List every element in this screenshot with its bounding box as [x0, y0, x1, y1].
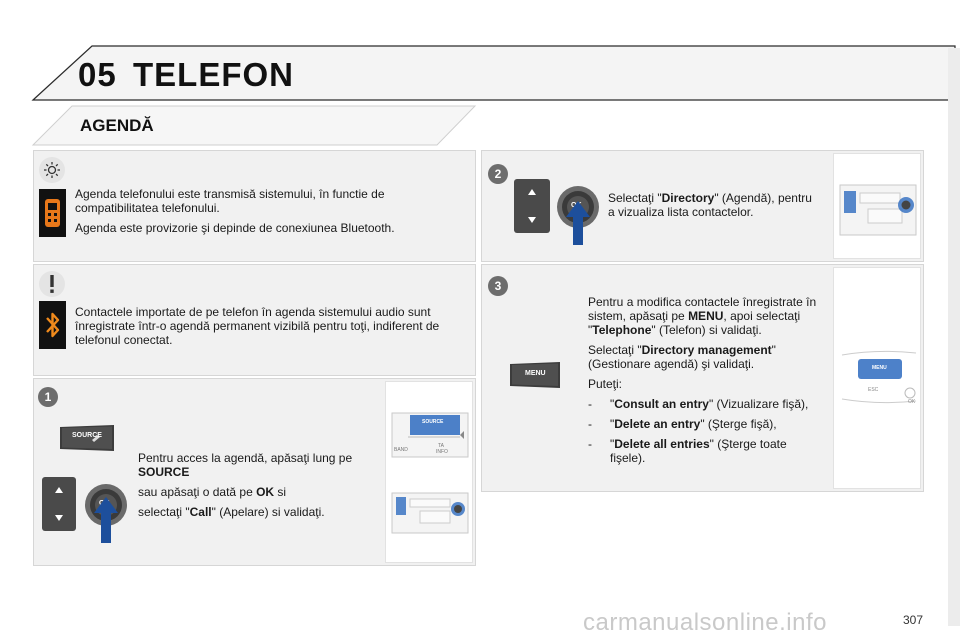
warning-exclamation-icon	[39, 271, 65, 297]
step1-controls-illustration	[390, 489, 470, 537]
step3-p1c: " (Telefon) si validaţi.	[651, 323, 762, 337]
list-dash: -	[588, 397, 592, 411]
step3-number-badge: 3	[488, 276, 508, 296]
step3-image-frame	[833, 267, 921, 489]
step3-menu-illustration: MENU ESC OK	[838, 349, 918, 409]
step3-option-list: -"Consult an entry" (Vizualizare fişă),-…	[588, 397, 824, 465]
page-number: 307	[903, 613, 924, 627]
step3-option-item: -"Delete an entry" (Şterge fişă),	[588, 417, 777, 431]
step1-radio-ta-label: TA	[438, 443, 445, 449]
option-label: Consult an entry	[614, 397, 709, 411]
step3-illus-esc-label: ESC	[868, 387, 879, 393]
step1-call-bold: Call	[189, 505, 212, 519]
step1-number-badge: 1	[38, 387, 58, 407]
step3-telephone-bold: Telephone	[592, 323, 652, 337]
info-panel: Agenda telefonului este transmisă sistem…	[33, 150, 476, 262]
info-text: Agenda telefonului este transmisă sistem…	[75, 187, 465, 241]
step1-radio-band-label: BAND	[394, 447, 408, 453]
step3-option-item: -"Delete all entries" (Şterge toate fişe…	[588, 437, 787, 465]
step3-menu-bold: MENU	[688, 309, 724, 323]
step2-arrow-up-icon	[566, 201, 590, 245]
list-dash: -	[588, 417, 592, 431]
side-strip	[948, 48, 960, 626]
step3-directory-mgmt-bold: Directory management	[641, 343, 772, 357]
step1-line3: selectaţi "	[138, 505, 190, 519]
bluetooth-icon	[39, 301, 66, 349]
step1-arrow-keys[interactable]	[42, 477, 76, 531]
step1-radio-source-label: SOURCE	[422, 419, 444, 425]
step3-p1b: , apoi selectaţi "	[588, 309, 801, 337]
step3-p3: Puteţi:	[588, 377, 623, 391]
warning-text: Contactele importate de pe telefon în ag…	[75, 305, 470, 353]
step2-t1: Selectaţi "	[608, 191, 662, 205]
step1-arrow-up-icon	[94, 497, 118, 543]
step1-line3-end: " (Apelare) si validaţi.	[211, 505, 325, 519]
step3-option-item: -"Consult an entry" (Vizualizare fişă),	[588, 397, 809, 411]
step1-radio-illustration: SOURCE BAND TA INFO	[390, 407, 470, 463]
menu-button-label: MENU	[525, 370, 546, 377]
step2-number-badge: 2	[488, 164, 508, 184]
header-frame	[31, 45, 956, 146]
step3-panel: 3 MENU Pentru a modifica contactele înre…	[481, 264, 924, 492]
step1-text: Pentru acces la agendă, apăsaţi lung pe …	[138, 451, 374, 525]
option-label: Delete an entry	[614, 417, 701, 431]
warning-panel: Contactele importate de pe telefon în ag…	[33, 264, 476, 376]
option-description: " (Vizualizare fişă),	[708, 397, 809, 411]
chapter-title: TELEFON	[133, 56, 294, 93]
step2-arrow-keys[interactable]	[514, 179, 550, 233]
step1-line1: Pentru acces la agendă, apăsaţi lung pe	[138, 451, 353, 465]
step2-directory-bold: Directory	[661, 191, 715, 205]
warning-paragraph: Contactele importate de pe telefon în ag…	[75, 305, 440, 347]
source-button[interactable]: SOURCE	[58, 423, 116, 453]
step2-controls-illustration	[838, 181, 918, 239]
step3-p1a: Pentru a modifica contactele înregistrat…	[588, 295, 817, 323]
step1-ok-bold: OK	[256, 485, 275, 499]
step3-p2b: " (Gestionare agendă) şi validaţi.	[588, 343, 776, 371]
info-paragraph-1: Agenda telefonului este transmisă sistem…	[75, 187, 385, 215]
section-title: AGENDĂ	[80, 116, 154, 135]
option-description: " (Şterge fişă),	[700, 417, 777, 431]
step3-p2a: Selectaţi "	[588, 343, 642, 357]
step2-t1-end: " (Agendă), pentru a vizualiza lista con…	[608, 191, 812, 219]
chapter-number: 05	[78, 56, 117, 93]
source-button-label: SOURCE	[72, 432, 102, 439]
step1-panel: 1 SOURCE OK Pentru acces la agendă, apăs…	[33, 378, 476, 566]
phone-memory-icon	[39, 189, 66, 237]
step1-line2-end: si	[274, 485, 287, 499]
step3-illus-ok-label: OK	[908, 399, 916, 405]
option-description: " (Şterge toate fişele).	[610, 437, 787, 465]
info-sun-icon	[39, 157, 65, 183]
list-dash: -	[588, 437, 592, 451]
step3-illus-menu-label: MENU	[872, 365, 887, 371]
info-paragraph-2: Agenda este provizorie şi depinde de con…	[75, 221, 395, 235]
menu-button[interactable]: MENU	[508, 361, 562, 389]
step1-source-bold: SOURCE	[138, 465, 190, 479]
step2-panel: 2 OK Selectaţi "Directory" (Agendă), pen…	[481, 150, 924, 262]
watermark: carmanualsonline.info	[583, 609, 827, 636]
step3-text: Pentru a modifica contactele înregistrat…	[588, 295, 824, 471]
step1-radio-info-label: INFO	[436, 449, 448, 455]
step2-text: Selectaţi "Directory" (Agendă), pentru a…	[608, 191, 818, 225]
step1-line2: sau apăsaţi o dată pe	[138, 485, 257, 499]
option-label: Delete all entries	[614, 437, 710, 451]
